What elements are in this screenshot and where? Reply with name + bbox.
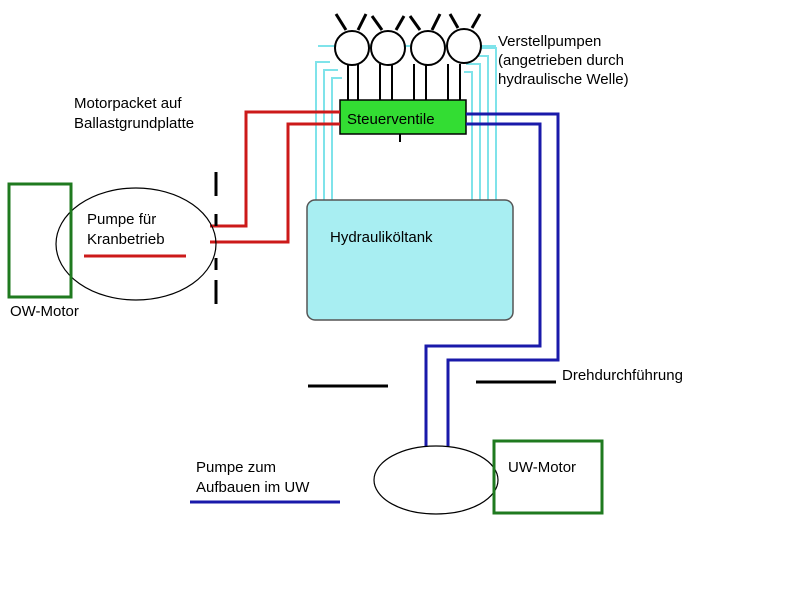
pump-stems — [347, 64, 461, 100]
uw-pump-ellipse — [373, 445, 499, 515]
steuerventile-block — [339, 99, 467, 135]
pump-circle-4 — [446, 28, 482, 64]
hydraulikoeltank — [306, 199, 514, 321]
pump-circle-2 — [370, 30, 406, 66]
red-line-upper — [210, 110, 340, 228]
uw-motor-box — [492, 439, 604, 515]
cyan-line-right-3 — [466, 63, 481, 200]
pumpe-kran-label-line2: Kranbetrieb — [87, 231, 165, 248]
hydraulikoeltank-label: Hydrauliköltank — [330, 229, 433, 246]
cyan-line-left-inner — [323, 69, 338, 200]
cyan-line-left-outer — [315, 61, 330, 200]
verstellpumpen-label-line2: (angetrieben durch — [498, 52, 624, 69]
blue-line-outer — [446, 112, 560, 446]
blue-hydraulic-lines — [190, 112, 560, 504]
pumpe-aufbau-label-line2: Aufbauen im UW — [196, 479, 310, 496]
cyan-line-right-4 — [464, 71, 473, 200]
pumpe-kran-label-line1: Pumpe für — [87, 211, 156, 228]
red-line-lower — [210, 122, 340, 244]
uw-motor-label: UW-Motor — [508, 459, 576, 476]
red-hydraulic-lines — [84, 110, 340, 258]
separator-bars — [214, 172, 556, 388]
steuerventile-label: Steuerventile — [347, 111, 435, 128]
cyan-line-left-3 — [331, 77, 342, 200]
pump-adjust-arrows — [334, 13, 482, 31]
motorpacket-ellipse — [55, 187, 217, 301]
ow-motor-box — [7, 182, 73, 299]
pump-circle-1 — [334, 30, 370, 66]
ow-motor-label: OW-Motor — [10, 303, 79, 320]
pump-circle-3 — [410, 30, 446, 66]
drehdurchfuehrung-label: Drehdurchführung — [562, 367, 683, 384]
pumpe-aufbau-label-line1: Pumpe zum — [196, 459, 276, 476]
motorpacket-label-line1: Motorpacket auf — [74, 95, 182, 112]
verstellpumpen-label-line3: hydraulische Welle) — [498, 71, 629, 88]
blue-line-inner — [424, 122, 542, 446]
motorpacket-label-line2: Ballastgrundplatte — [74, 115, 194, 132]
verstellpumpen-label-line1: Verstellpumpen — [498, 33, 601, 50]
verstellpumpen-group — [334, 28, 482, 66]
